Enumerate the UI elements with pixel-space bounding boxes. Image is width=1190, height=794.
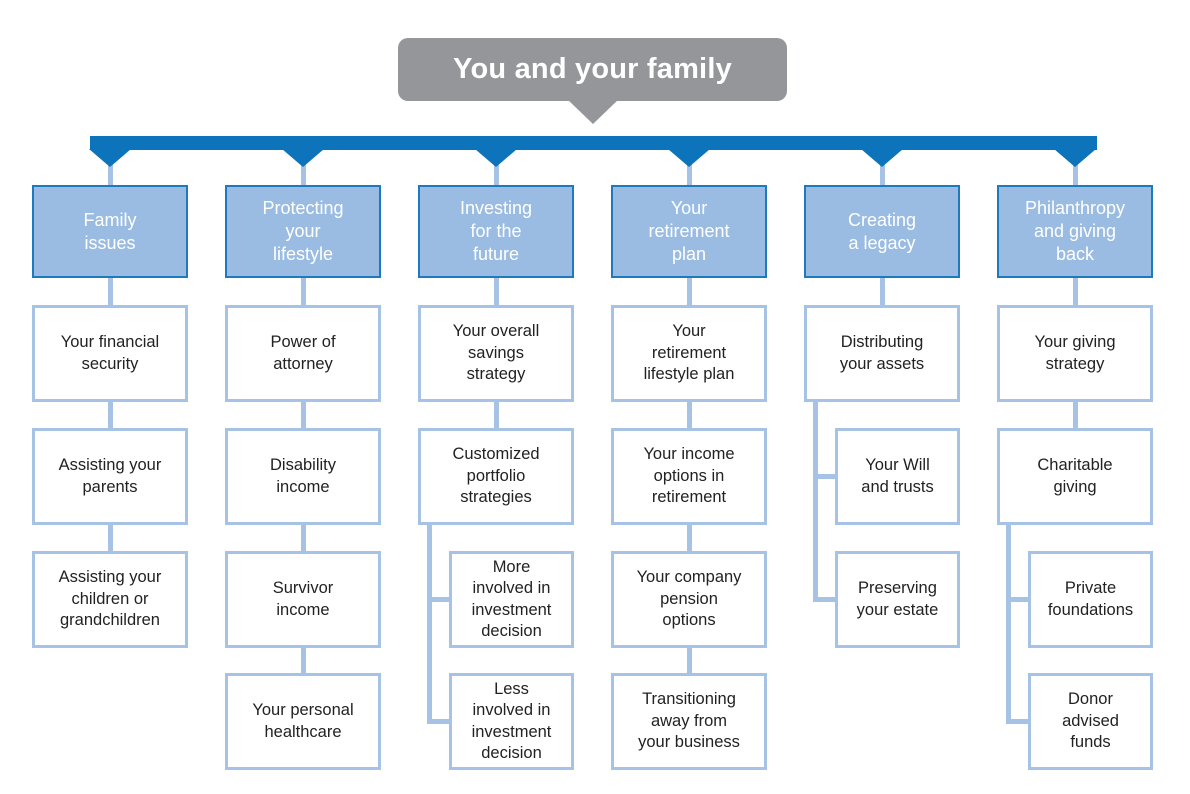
node-your-personal-healthcare: Your personal healthcare — [225, 673, 381, 770]
branch-header-your-retirement-plan: Your retirement plan — [611, 185, 767, 278]
node-assisting-your-children: Assisting your children or grandchildren — [32, 551, 188, 648]
branch-header-family-issues: Family issues — [32, 185, 188, 278]
node-preserving-your-estate: Preserving your estate — [835, 551, 960, 648]
connector — [493, 150, 499, 185]
root-node: You and your family — [398, 38, 787, 101]
connector — [107, 277, 113, 307]
node-your-overall-savings-strategy: Your overall savings strategy — [418, 305, 574, 402]
connector — [493, 277, 499, 307]
node-your-financial-security: Your financial security — [32, 305, 188, 402]
branch-header-philanthropy-and-giving-back: Philanthropy and giving back — [997, 185, 1153, 278]
connector — [300, 277, 306, 307]
connector — [686, 400, 692, 430]
connector — [1006, 597, 1032, 602]
node-charitable-giving: Charitable giving — [997, 428, 1153, 525]
connector — [879, 277, 885, 307]
node-your-will-and-trusts: Your Will and trusts — [835, 428, 960, 525]
connector — [879, 150, 885, 185]
connector — [427, 719, 453, 724]
root-pointer-icon — [567, 99, 619, 124]
connector — [107, 150, 113, 185]
node-distributing-your-assets: Distributing your assets — [804, 305, 960, 402]
branch-header-investing-for-the-future: Investing for the future — [418, 185, 574, 278]
connector — [107, 400, 113, 430]
connector — [813, 597, 839, 602]
connector — [686, 646, 692, 675]
branch-arrow-icon — [861, 149, 903, 167]
connector — [686, 523, 692, 553]
connector — [813, 400, 818, 602]
connector — [1006, 523, 1011, 724]
node-customized-portfolio-strategies: Customized portfolio strategies — [418, 428, 574, 525]
node-survivor-income: Survivor income — [225, 551, 381, 648]
connector — [1006, 719, 1032, 724]
node-more-involved-in-investment-decision: More involved in investment decision — [449, 551, 574, 648]
connector — [427, 523, 432, 724]
connector — [1072, 277, 1078, 307]
branch-arrow-icon — [282, 149, 324, 167]
connector — [813, 474, 839, 479]
branch-arrow-icon — [1054, 149, 1096, 167]
node-your-company-pension-options: Your company pension options — [611, 551, 767, 648]
connector — [300, 523, 306, 553]
node-private-foundations: Private foundations — [1028, 551, 1153, 648]
node-your-income-options-in-retirement: Your income options in retirement — [611, 428, 767, 525]
node-disability-income: Disability income — [225, 428, 381, 525]
branch-arrow-icon — [668, 149, 710, 167]
branch-header-protecting-your-lifestyle: Protecting your lifestyle — [225, 185, 381, 278]
connector — [493, 400, 499, 430]
connector — [427, 597, 453, 602]
branch-header-creating-a-legacy: Creating a legacy — [804, 185, 960, 278]
node-your-giving-strategy: Your giving strategy — [997, 305, 1153, 402]
node-less-involved-in-investment-decision: Less involved in investment decision — [449, 673, 574, 770]
connector — [686, 277, 692, 307]
connector — [300, 150, 306, 185]
branch-arrow-icon — [89, 149, 131, 167]
connector — [686, 150, 692, 185]
node-donor-advised-funds: Donor advised funds — [1028, 673, 1153, 770]
connector — [1072, 150, 1078, 185]
root-node-label: You and your family — [453, 53, 732, 85]
node-power-of-attorney: Power of attorney — [225, 305, 381, 402]
connector — [300, 400, 306, 430]
node-your-retirement-lifestyle-plan: Your retirement lifestyle plan — [611, 305, 767, 402]
connector — [107, 523, 113, 553]
node-transitioning-away-from-your-business: Transitioning away from your business — [611, 673, 767, 770]
connector — [300, 646, 306, 675]
node-assisting-your-parents: Assisting your parents — [32, 428, 188, 525]
branch-arrow-icon — [475, 149, 517, 167]
connector — [1072, 400, 1078, 430]
branch-bar — [90, 136, 1097, 150]
